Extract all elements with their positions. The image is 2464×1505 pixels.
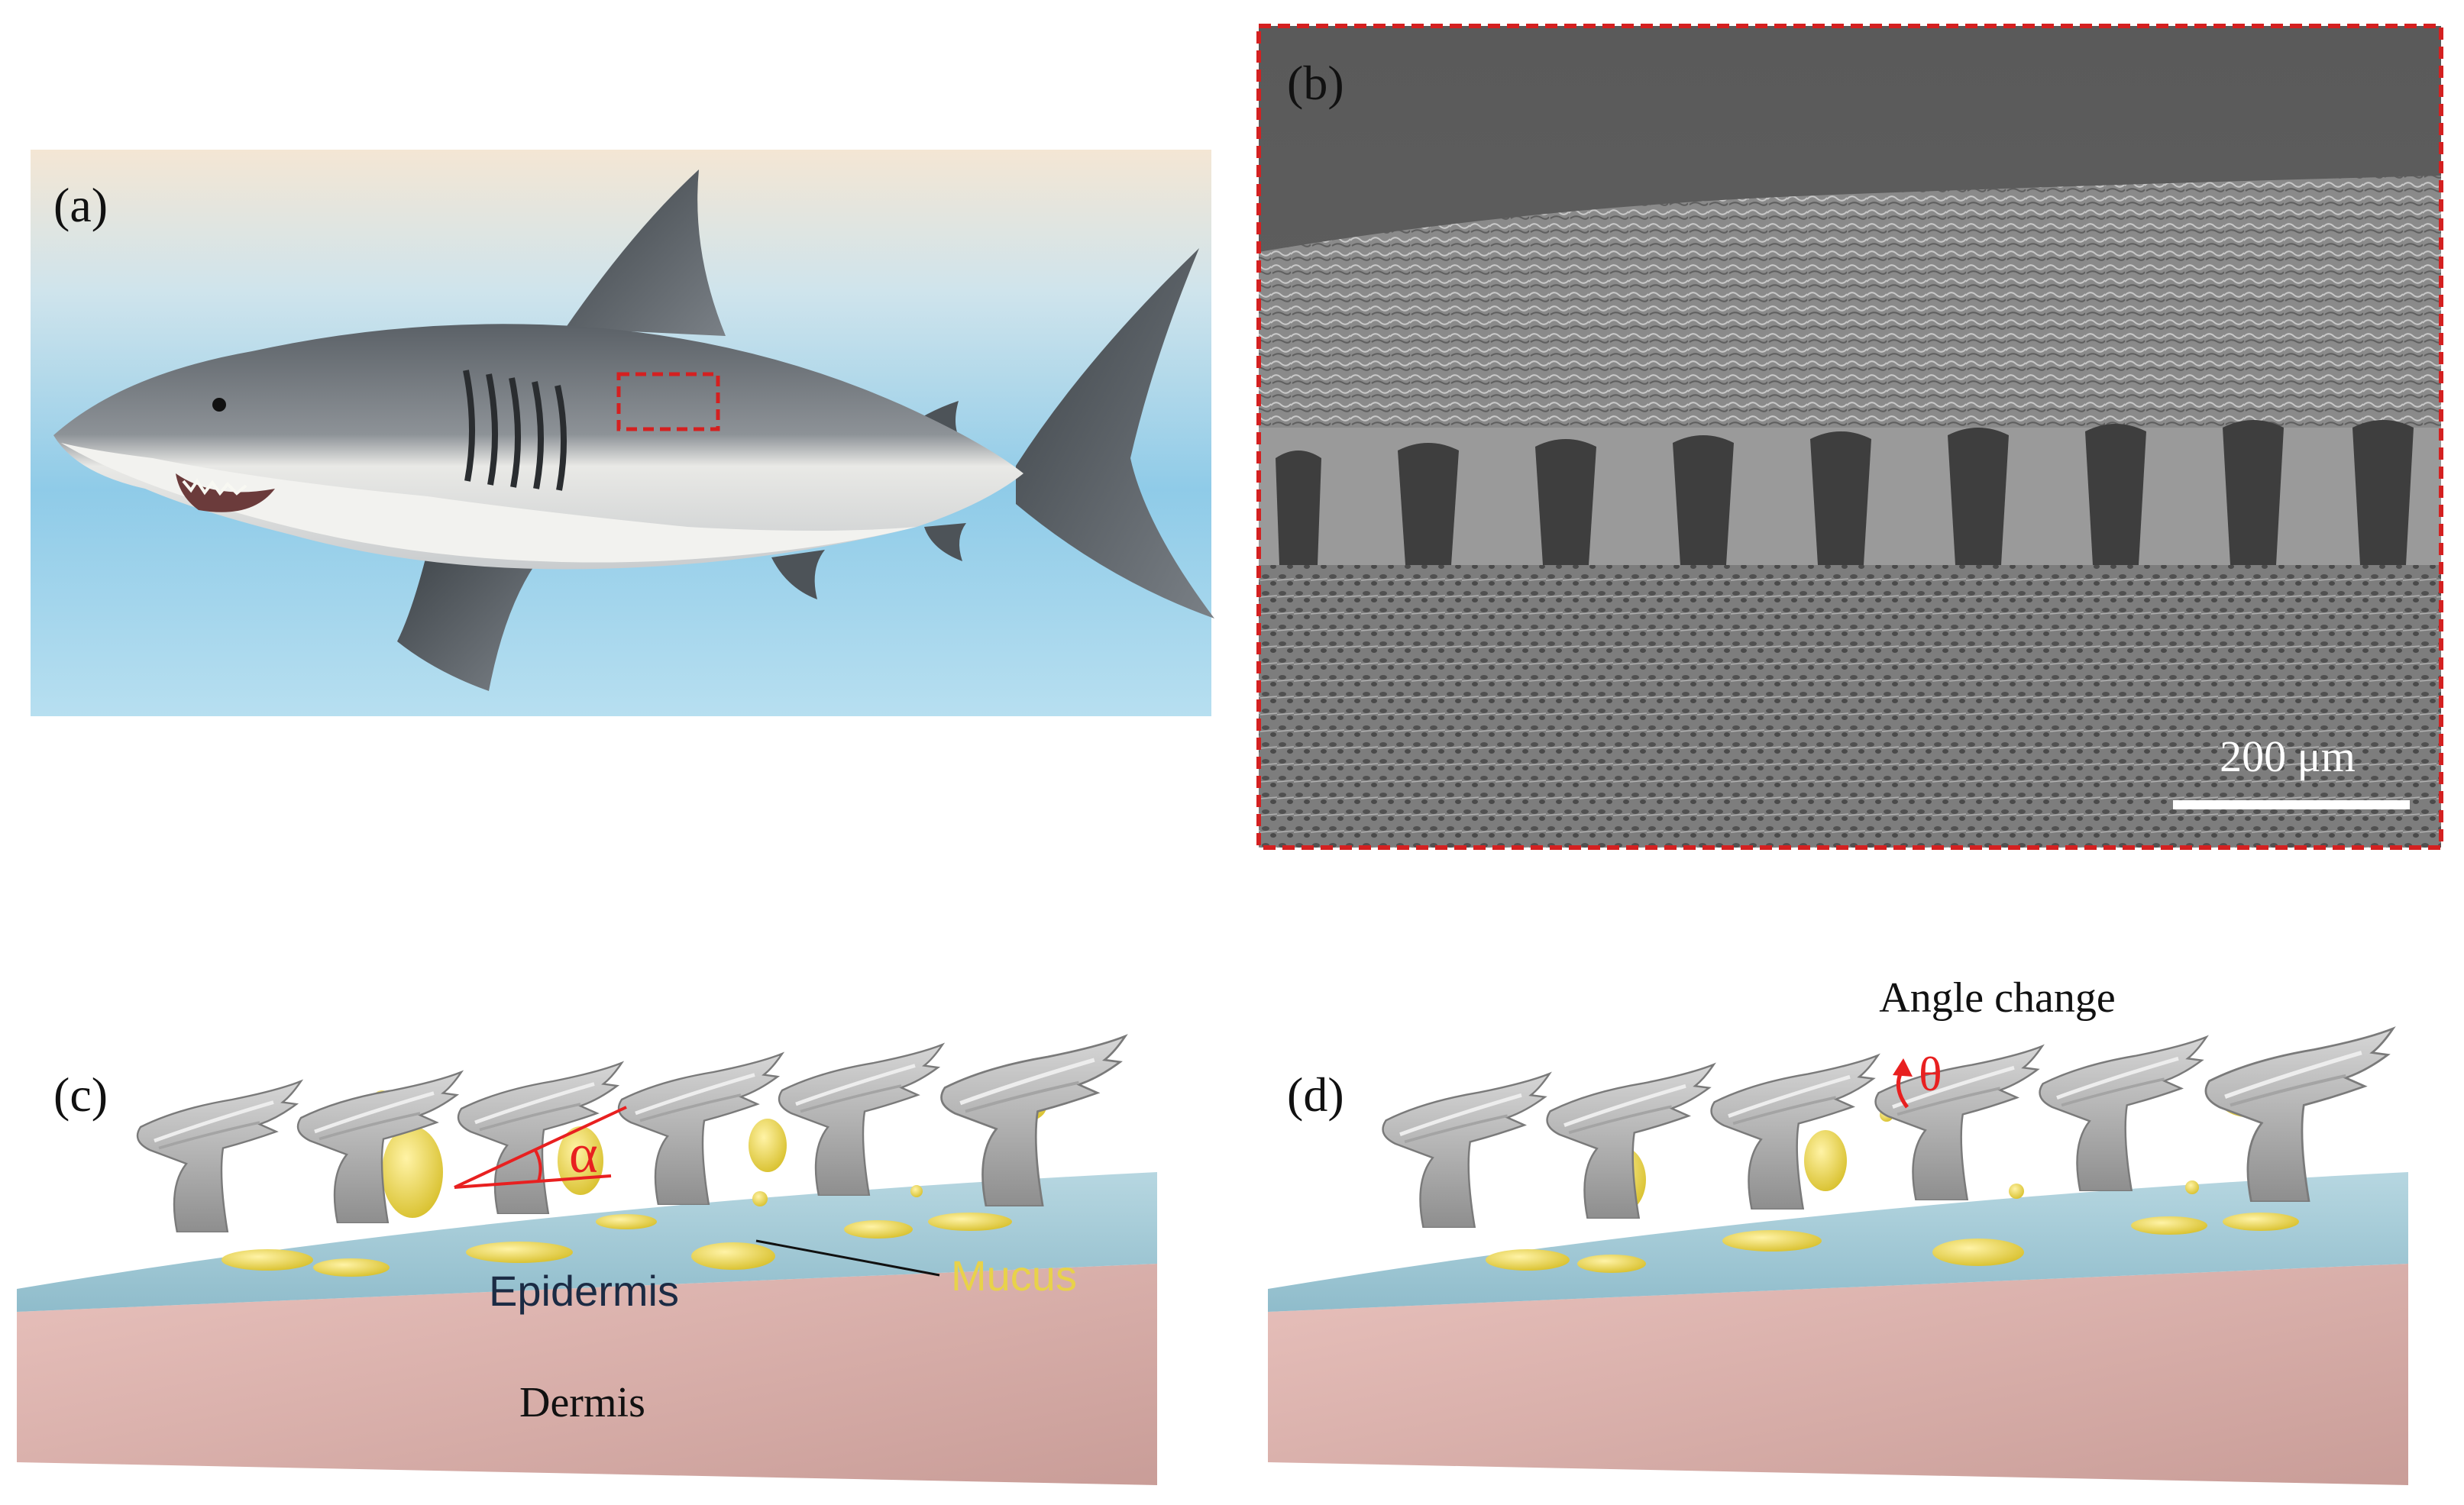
epidermis-layer-d (1268, 1172, 2408, 1312)
mucus-leader-line (755, 1239, 940, 1277)
alpha-angle-marker (454, 1106, 627, 1189)
dermis-layer-d (1268, 1264, 2408, 1485)
highlight-box (616, 372, 720, 431)
sem-frame (1256, 24, 2443, 850)
scale-bar-label: 200 μm (2220, 732, 2356, 781)
epidermis-label: Epidermis (489, 1267, 679, 1315)
angle-change-label: Angle change (1879, 974, 2115, 1022)
epidermis-layer (17, 1172, 1157, 1312)
panel-a-label: (a) (53, 178, 108, 232)
sem-micrograph (1259, 176, 2441, 848)
panel-c-label: (c) (53, 1067, 108, 1122)
shark-illustration (53, 170, 1214, 691)
dermis-label: Dermis (519, 1379, 645, 1426)
panel-c: α Mucus Epidermis Dermis (c) (17, 1036, 1157, 1485)
dermis-layer (17, 1264, 1157, 1485)
theta-arrow (1893, 1058, 1913, 1109)
theta-symbol: θ (1919, 1047, 1942, 1101)
panel-b-label: (b) (1287, 56, 1344, 110)
scale-bar (2173, 800, 2410, 809)
alpha-symbol: α (569, 1123, 598, 1184)
mucus-label: Mucus (951, 1251, 1077, 1300)
panel-a: (a) (31, 150, 1214, 716)
panel-d: θ Angle change (d) (1268, 974, 2408, 1485)
panel-b: (b) 200 μm (1256, 24, 2443, 850)
panel-d-label: (d) (1287, 1067, 1344, 1122)
